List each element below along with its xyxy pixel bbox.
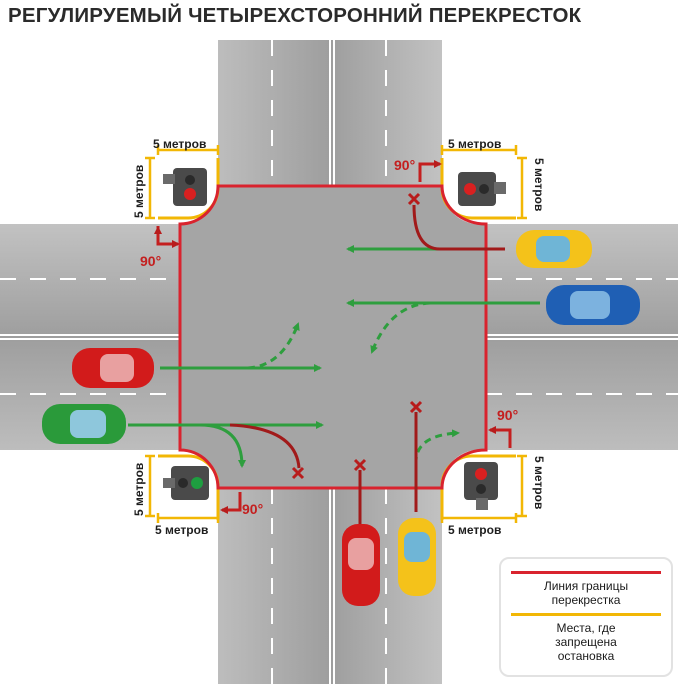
intersection-boundary (178, 184, 488, 490)
traffic-light-icon (173, 168, 207, 206)
traffic-light-se (464, 462, 498, 510)
forbidden-cross-icon (353, 458, 367, 472)
bracket-sw-left (145, 454, 155, 518)
angle-marker-sw (220, 492, 242, 514)
traffic-light-ne (458, 172, 506, 206)
angle-labels: 90° 90° 90° 90° (140, 157, 518, 517)
forbidden-paths (229, 204, 505, 530)
traffic-light-icon (171, 466, 209, 500)
lane-markings (0, 40, 678, 684)
allowed-paths (128, 245, 540, 512)
forbidden-cross-icon (291, 466, 305, 480)
car-blue-east (546, 285, 640, 325)
car-yellow-south (398, 518, 436, 596)
traffic-light-icon (458, 172, 496, 206)
distance-label-nw-left: 5 метров (132, 165, 146, 218)
forbidden-cross-icon (409, 400, 423, 414)
right-angle-markers (154, 160, 512, 514)
angle-marker-ne (418, 160, 442, 182)
car-yellow-east (516, 230, 592, 268)
distance-label-se-bottom: 5 метров (448, 523, 501, 537)
car-red-south (342, 524, 380, 606)
forbidden-cross-icon (407, 192, 421, 206)
distance-label-sw-left: 5 метров (132, 463, 146, 516)
bracket-se-right (517, 454, 527, 518)
angle-marker-se (488, 426, 512, 448)
bracket-se-bottom (440, 513, 518, 523)
angle-label-sw: 90° (242, 501, 263, 517)
traffic-light-icon (464, 462, 498, 500)
bracket-sw-bottom (156, 513, 220, 523)
angle-label-nw: 90° (140, 253, 161, 269)
traffic-light-sw (163, 466, 209, 500)
legend-no-stop-swatch (511, 613, 661, 616)
car-red-west (72, 348, 154, 388)
bracket-nw-top (156, 145, 220, 155)
traffic-light-nw (163, 168, 207, 206)
forbidden-east-u (412, 204, 505, 251)
page-title: РЕГУЛИРУЕМЫЙ ЧЕТЫРЕХСТОРОННИЙ ПЕРЕКРЕСТО… (8, 4, 582, 27)
path-west-left-turn (247, 322, 300, 370)
bracket-nw-left (145, 156, 155, 220)
forbidden-west-u (229, 423, 301, 469)
angle-label-ne: 90° (394, 157, 415, 173)
legend-no-stop-label: Места, где запрещена остановка (555, 621, 617, 663)
distance-labels: 5 метров 5 метров 5 метров 5 метров 5 ме… (132, 137, 546, 537)
distance-label-ne-right: 5 метров (532, 158, 546, 211)
intersection-area (180, 186, 486, 488)
bracket-ne-top (440, 145, 518, 155)
distance-brackets (145, 145, 527, 523)
legend-box: Линия границы перекрестка Места, где зап… (499, 557, 673, 677)
distance-label-sw-bottom: 5 метров (155, 523, 208, 537)
car-green-west (42, 404, 126, 444)
angle-label-se: 90° (497, 407, 518, 423)
distance-label-se-right: 5 метров (532, 456, 546, 509)
path-west-right-turn (199, 423, 246, 468)
forbidden-marks (291, 192, 423, 480)
distance-label-nw-top: 5 метров (153, 137, 206, 151)
legend-boundary-swatch (511, 571, 661, 574)
path-east-left-turn (370, 301, 431, 354)
legend-boundary-label: Линия границы перекрестка (543, 579, 629, 607)
bracket-ne-right (517, 156, 527, 220)
distance-label-ne-top: 5 метров (448, 137, 501, 151)
